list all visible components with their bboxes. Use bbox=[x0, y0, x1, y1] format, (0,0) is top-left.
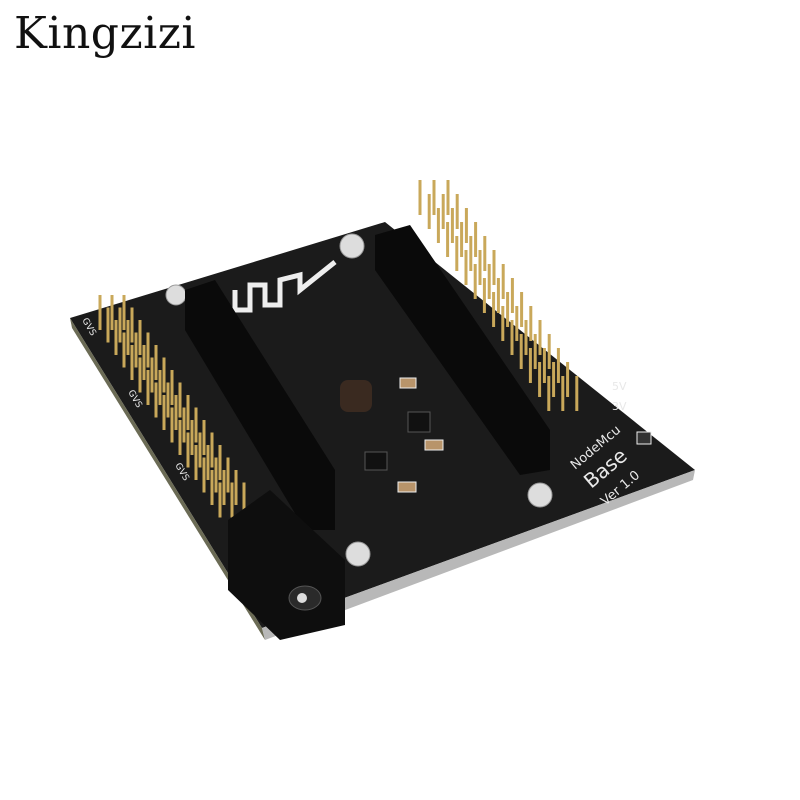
brand-watermark: Kingzizi bbox=[14, 8, 196, 59]
smd-component bbox=[399, 377, 417, 389]
pcb-edge-left bbox=[70, 318, 265, 640]
mounting-hole bbox=[339, 233, 365, 259]
label-3v: 3V bbox=[612, 400, 627, 413]
mounting-hole bbox=[345, 541, 371, 567]
label-5v: 5V bbox=[612, 380, 627, 393]
mounting-hole bbox=[527, 482, 553, 508]
ic-chip bbox=[364, 451, 388, 471]
pcb-edge-bottom bbox=[262, 470, 695, 640]
female-header-right bbox=[375, 225, 550, 475]
mounting-hole bbox=[165, 284, 187, 306]
female-header-left bbox=[185, 280, 335, 530]
male-pin-headers bbox=[98, 180, 579, 518]
smd-led bbox=[636, 431, 652, 445]
smd-component bbox=[424, 439, 444, 451]
antenna-trace-icon bbox=[232, 260, 337, 313]
smd-component bbox=[397, 481, 417, 493]
inductor bbox=[340, 380, 372, 412]
regulator-chip bbox=[407, 411, 431, 433]
